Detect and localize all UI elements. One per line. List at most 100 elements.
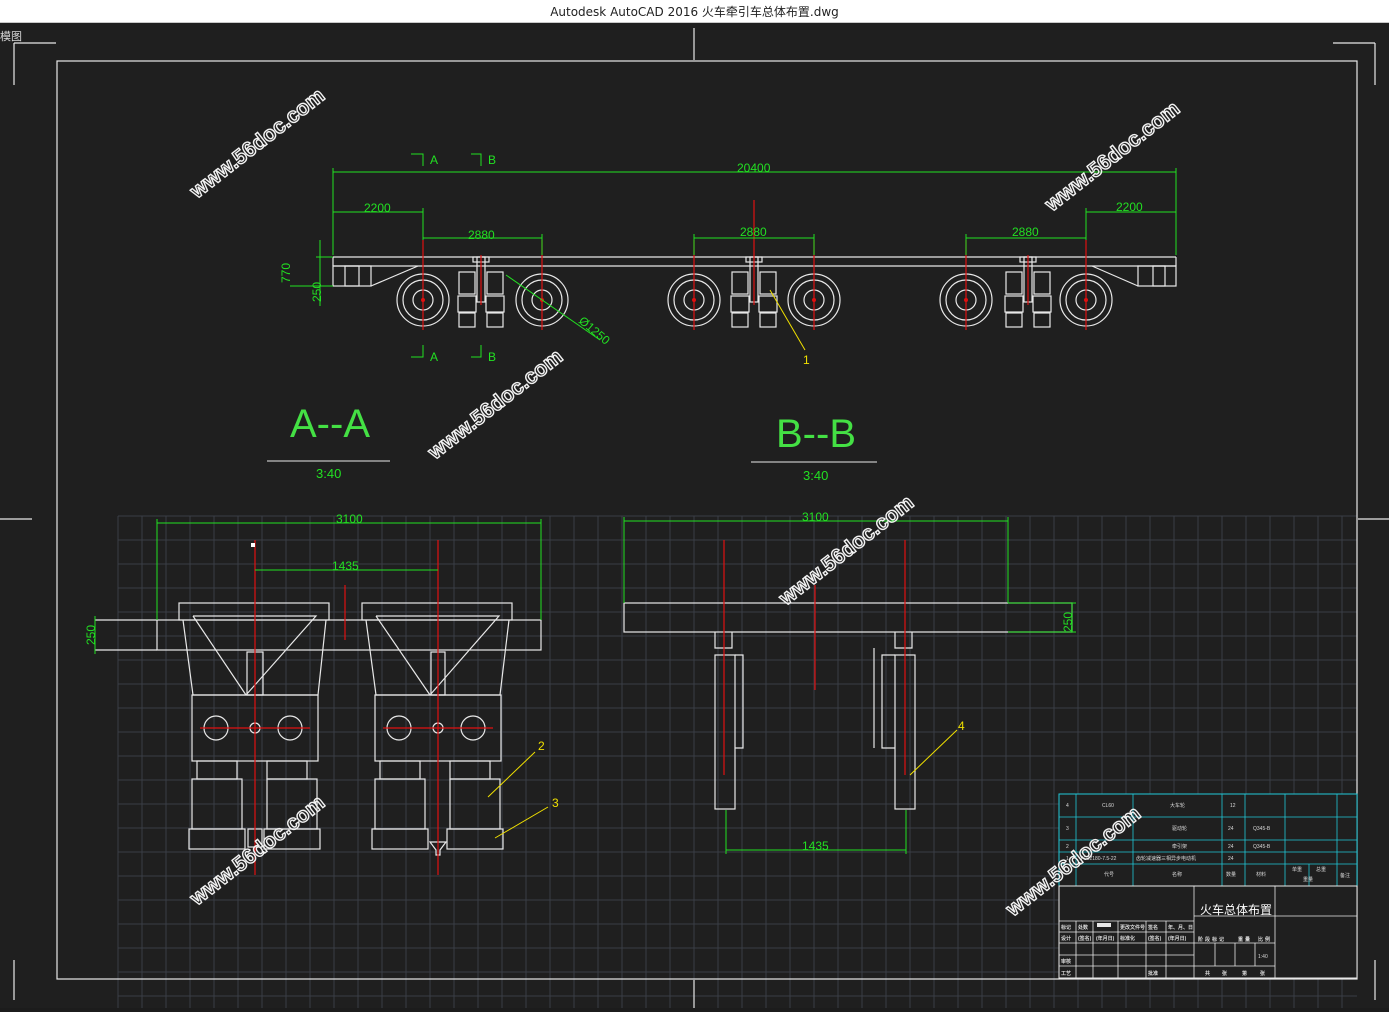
bom-row-1-code: YCJ2180-7.5-22 bbox=[1080, 856, 1117, 862]
motor-base bbox=[731, 312, 749, 328]
sheet-total-unit: 张 bbox=[1222, 970, 1228, 977]
motor-gear bbox=[1032, 295, 1052, 313]
check-review: 审核 bbox=[1061, 958, 1071, 965]
sign-design-sig: (签名) bbox=[1078, 935, 1092, 942]
a-dim-height: 250 bbox=[84, 625, 98, 645]
drawing-frame bbox=[0, 28, 1389, 1008]
stage-label-4: 重 bbox=[1238, 936, 1243, 943]
sign-standard-date: (年月日) bbox=[1168, 935, 1187, 942]
cursor-marker bbox=[251, 543, 255, 547]
section-b-scale: 3:40 bbox=[803, 468, 828, 483]
b-dim-height: 250 bbox=[1061, 612, 1075, 632]
motor-body bbox=[458, 271, 476, 295]
stage-label-5: 量 bbox=[1245, 936, 1250, 943]
drawing-grid bbox=[117, 515, 1357, 1008]
sign-col-filled bbox=[1097, 923, 1111, 927]
bom-row-2-mat: Q345-B bbox=[1253, 844, 1271, 850]
sign-col-mark: 标记 bbox=[1060, 924, 1071, 931]
leader-label-3: 3 bbox=[552, 796, 559, 810]
sheet-total: 共 bbox=[1205, 970, 1210, 977]
bom-row-4-qty: 12 bbox=[1230, 803, 1236, 809]
bom-header-name: 名称 bbox=[1172, 871, 1182, 878]
dim-bogie-1: 2880 bbox=[468, 228, 495, 242]
bom-row-1-qty: 24 bbox=[1228, 856, 1234, 862]
bom-row-4-code: CL60 bbox=[1102, 803, 1114, 809]
section-mark-a-bottom: A bbox=[430, 350, 438, 364]
motor-base bbox=[759, 312, 777, 328]
sheet-no: 第 bbox=[1242, 970, 1247, 977]
section-b-title: B--B bbox=[776, 412, 856, 456]
sign-standard: 标准化 bbox=[1119, 935, 1135, 942]
motor-body bbox=[1033, 271, 1051, 295]
b-dim-gauge: 1435 bbox=[802, 839, 829, 853]
motor-base bbox=[1033, 312, 1051, 328]
top-view: 20400 2200 2200 2880 2880 2880 770 250 Ø… bbox=[279, 153, 1177, 367]
motor-gear bbox=[1004, 295, 1024, 313]
section-mark-b-bottom: B bbox=[488, 350, 496, 364]
sign-col-change: 更改文件号 bbox=[1120, 924, 1145, 931]
bom-header-mat: 材料 bbox=[1256, 871, 1266, 878]
section-b-view: 3100 1435 250 4 bbox=[623, 510, 1076, 854]
bom-row-4-no: 4 bbox=[1066, 803, 1069, 809]
bom-row-3-mat: Q345-B bbox=[1253, 826, 1271, 832]
cad-drawing[interactable]: 模图 bbox=[0, 23, 1389, 1008]
watermark-2: www.56doc.com bbox=[1040, 97, 1184, 217]
motor-base bbox=[486, 312, 504, 328]
motor-body bbox=[486, 271, 504, 295]
bom-header-weight: 重量 bbox=[1303, 876, 1313, 883]
motor-body bbox=[1005, 271, 1023, 295]
section-a-scale: 3:40 bbox=[316, 466, 341, 481]
sign-design-date: (年月日) bbox=[1096, 935, 1115, 942]
motor-gear bbox=[457, 295, 477, 313]
sign-col-count: 处数 bbox=[1077, 924, 1089, 931]
stage-label-1: 段 bbox=[1205, 936, 1210, 943]
bom-row-3-qty: 24 bbox=[1228, 826, 1234, 832]
dim-bogie-3: 2880 bbox=[1012, 225, 1039, 239]
bom-row-1-no: 1 bbox=[1066, 856, 1069, 862]
b-dim-width: 3100 bbox=[802, 510, 829, 524]
tab-stub: 模图 bbox=[0, 30, 22, 43]
a-dim-gauge: 1435 bbox=[332, 559, 359, 573]
title-bar: Autodesk AutoCAD 2016 火车牵引车总体布置.dwg bbox=[0, 0, 1389, 23]
bom-row-4-name: 大车轮 bbox=[1170, 802, 1185, 809]
watermarks: www.56doc.com www.56doc.com www.56doc.co… bbox=[184, 83, 1184, 922]
bom-row-2-no: 2 bbox=[1066, 844, 1069, 850]
bom-header-code: 代号 bbox=[1104, 871, 1114, 878]
watermark-5: www.56doc.com bbox=[185, 791, 329, 911]
stage-label-2: 标 bbox=[1211, 936, 1217, 943]
sign-col-date: 年、月、日 bbox=[1168, 924, 1193, 931]
sign-design: 设计 bbox=[1061, 935, 1071, 942]
section-titles: A--A 3:40 B--B 3:40 bbox=[267, 402, 877, 483]
motor-gear bbox=[730, 295, 750, 313]
motor-gear bbox=[758, 295, 778, 313]
bom-header-qty: 数量 bbox=[1226, 871, 1236, 878]
motor-gear bbox=[485, 295, 505, 313]
drawing-title: 火车总体布置 bbox=[1200, 902, 1272, 917]
check-approve: 批准 bbox=[1148, 970, 1158, 977]
watermark-4: www.56doc.com bbox=[774, 491, 918, 611]
stage-label-0: 阶 bbox=[1198, 936, 1204, 943]
stage-label-3: 记 bbox=[1219, 936, 1224, 943]
section-mark-a-top: A bbox=[430, 153, 438, 167]
sheet-no-unit: 张 bbox=[1260, 970, 1266, 977]
title-block: 4 CL60 大车轮 12 3 驱动轮 24 Q345-B 2 牵引架 24 Q… bbox=[1058, 793, 1358, 979]
check-process: 工艺 bbox=[1061, 970, 1071, 977]
section-a-title: A--A bbox=[290, 402, 370, 446]
motor-base bbox=[458, 312, 476, 328]
dim-end-right: 2200 bbox=[1116, 200, 1143, 214]
dim-height-770: 770 bbox=[279, 263, 293, 283]
bom-row-3-name: 驱动轮 bbox=[1172, 825, 1187, 832]
drawing-canvas[interactable]: 模图 bbox=[0, 23, 1389, 1008]
bom-row-3-no: 3 bbox=[1066, 826, 1069, 832]
dim-wheel-dia: Ø1250 bbox=[576, 314, 613, 348]
leader-label-2: 2 bbox=[538, 739, 545, 753]
leader-label-1: 1 bbox=[803, 353, 810, 367]
window-title: Autodesk AutoCAD 2016 火车牵引车总体布置.dwg bbox=[550, 5, 839, 19]
bom-row-1-name: 齿轮减速器三相异步电动机 bbox=[1136, 855, 1196, 862]
bom-header-total: 总重 bbox=[1316, 866, 1326, 873]
section-a-view: 3100 1435 250 2 3 bbox=[84, 512, 559, 875]
motor-body bbox=[731, 271, 749, 295]
bom-row-2-qty: 24 bbox=[1228, 844, 1234, 850]
bom-row-2-name: 牵引架 bbox=[1172, 843, 1187, 850]
dim-height-250: 250 bbox=[310, 282, 324, 302]
